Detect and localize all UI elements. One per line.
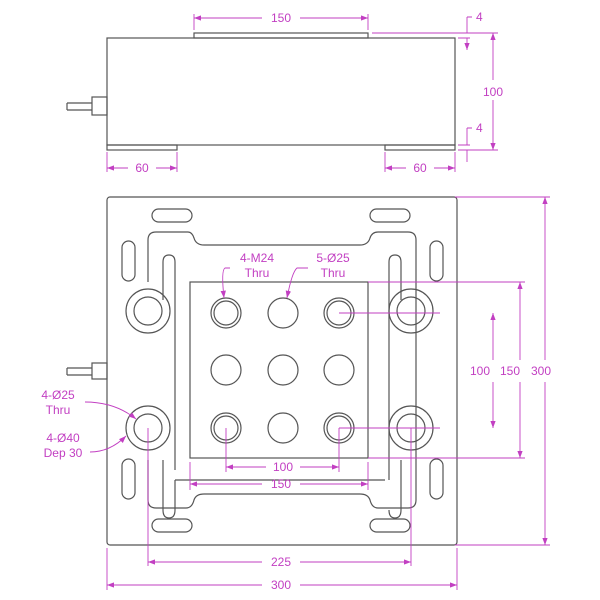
left-foot: [106, 144, 178, 151]
dim-hole-pitch-x: 100: [273, 460, 293, 474]
dim-inner-height: 150: [500, 364, 520, 378]
dim-top-pad-thickness: 4: [476, 10, 483, 24]
dim-hole-pitch-y: 100: [470, 364, 490, 378]
top-pad: [193, 32, 369, 39]
hole-grid: [210, 297, 355, 444]
callout-4d40-line2: Dep 30: [44, 446, 83, 460]
dim-top-pad-width: 150: [271, 11, 291, 25]
dim-overall-width: 300: [271, 578, 291, 592]
cable-gland-icon: [66, 96, 108, 116]
center-boss: [189, 281, 369, 459]
flexure-slot-outer: [147, 231, 417, 509]
dim-height: 100: [483, 85, 503, 99]
dim-bottom-pad-thickness: 4: [476, 121, 483, 135]
callout-m24-line1: 4-M24: [240, 251, 274, 265]
plan-view: 4-M24 Thru 5-Ø25 Thru 4-Ø25 Thru 4-Ø40 D…: [41, 197, 551, 592]
callout-5d25-line1: 5-Ø25: [316, 251, 350, 265]
dim-mount-pitch: 225: [271, 555, 291, 569]
side-view: 150 4 100 4 60 60: [66, 10, 503, 175]
dim-right-foot: 60: [413, 161, 427, 175]
slots: [121, 208, 444, 533]
dim-inner-width: 150: [271, 477, 291, 491]
callout-5d25-line2: Thru: [321, 266, 346, 280]
plate-outline: [106, 196, 458, 546]
callout-4d40-line1: 4-Ø40: [46, 431, 80, 445]
dim-left-foot: 60: [135, 161, 149, 175]
cable-gland-icon: [66, 362, 108, 380]
body-outline: [106, 37, 456, 146]
dim-overall-height: 300: [531, 364, 551, 378]
callout-m24-line2: Thru: [245, 266, 270, 280]
callout-4d25-line1: 4-Ø25: [41, 388, 75, 402]
callout-4d25-line2: Thru: [46, 403, 71, 417]
right-foot: [384, 144, 456, 151]
